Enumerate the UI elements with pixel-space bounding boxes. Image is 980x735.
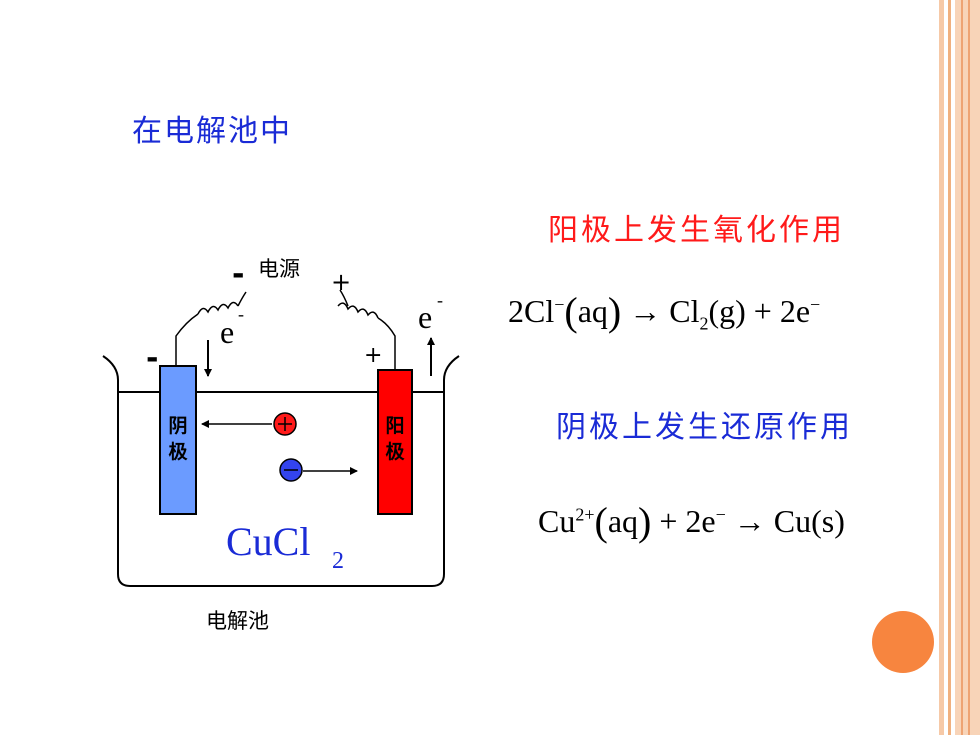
cathode-coil <box>197 301 239 315</box>
eq-charge: 2+ <box>575 504 595 525</box>
eq-term: Cl <box>669 293 700 329</box>
cathode-equation: Cu2+(aq) + 2e− → Cu(s) <box>538 499 845 544</box>
anode-equation: 2Cl−(aq) → Cl2(g) + 2e− <box>508 289 821 334</box>
anode-reaction-label: 阳极上发生氧化作用 <box>548 213 845 248</box>
cathode-label: 极 <box>168 440 188 463</box>
eq-state: aq <box>607 503 639 539</box>
eq-charge: − <box>715 504 726 525</box>
power-positive-sign: + <box>331 268 351 296</box>
eq-plus: + <box>753 293 772 329</box>
eq-term: Cu(s) <box>773 503 845 539</box>
solution-subscript: 2 <box>332 548 344 574</box>
cathode-wire <box>237 291 247 307</box>
cathode-negative-sign: - <box>146 341 158 376</box>
eq-arrow: → <box>629 293 662 329</box>
electrolytic-cell-label: 电解池 <box>206 609 269 633</box>
anode-label: 阳 <box>385 415 404 437</box>
border-strip <box>939 0 944 735</box>
solution-formula: CuCl <box>226 519 310 564</box>
eq-charge: − <box>554 294 565 315</box>
anode-wire <box>339 289 349 307</box>
beaker <box>102 355 460 587</box>
anode-wire <box>377 317 396 370</box>
cathode-electrode <box>159 365 197 515</box>
eq-charge: − <box>810 294 821 315</box>
eq-state: (g) <box>708 293 746 329</box>
power-negative-sign: - <box>232 257 244 292</box>
eq-term: 2e <box>779 293 811 329</box>
anode-electrode <box>377 369 413 515</box>
border-strip <box>948 0 951 735</box>
cathode-wire <box>175 313 199 366</box>
eq-term: 2Cl <box>508 293 555 329</box>
cathode-reaction-label: 阴极上发生还原作用 <box>556 410 853 445</box>
anode-positive-sign: + <box>364 343 382 368</box>
anode-coil <box>337 302 379 319</box>
eq-term: 2e <box>685 503 716 539</box>
eq-plus: + <box>659 503 678 539</box>
electron-symbol: e <box>418 299 432 335</box>
decorative-dot <box>872 611 934 673</box>
eq-state: aq <box>577 293 608 329</box>
eq-arrow: → <box>733 503 766 539</box>
electron-symbol: e <box>220 314 234 350</box>
electron-charge: - <box>238 304 244 324</box>
eq-term: Cu <box>538 503 576 539</box>
border-strip <box>961 0 963 735</box>
cathode-label: 阴 <box>168 415 187 437</box>
electron-charge: - <box>437 290 443 310</box>
anode-label: 极 <box>385 440 405 463</box>
border-strip <box>968 0 970 735</box>
power-source-label: 电源 <box>258 257 300 281</box>
eq-subscript: 2 <box>699 313 709 334</box>
slide-heading: 在电解池中 <box>132 114 292 149</box>
border-strip <box>955 0 980 735</box>
